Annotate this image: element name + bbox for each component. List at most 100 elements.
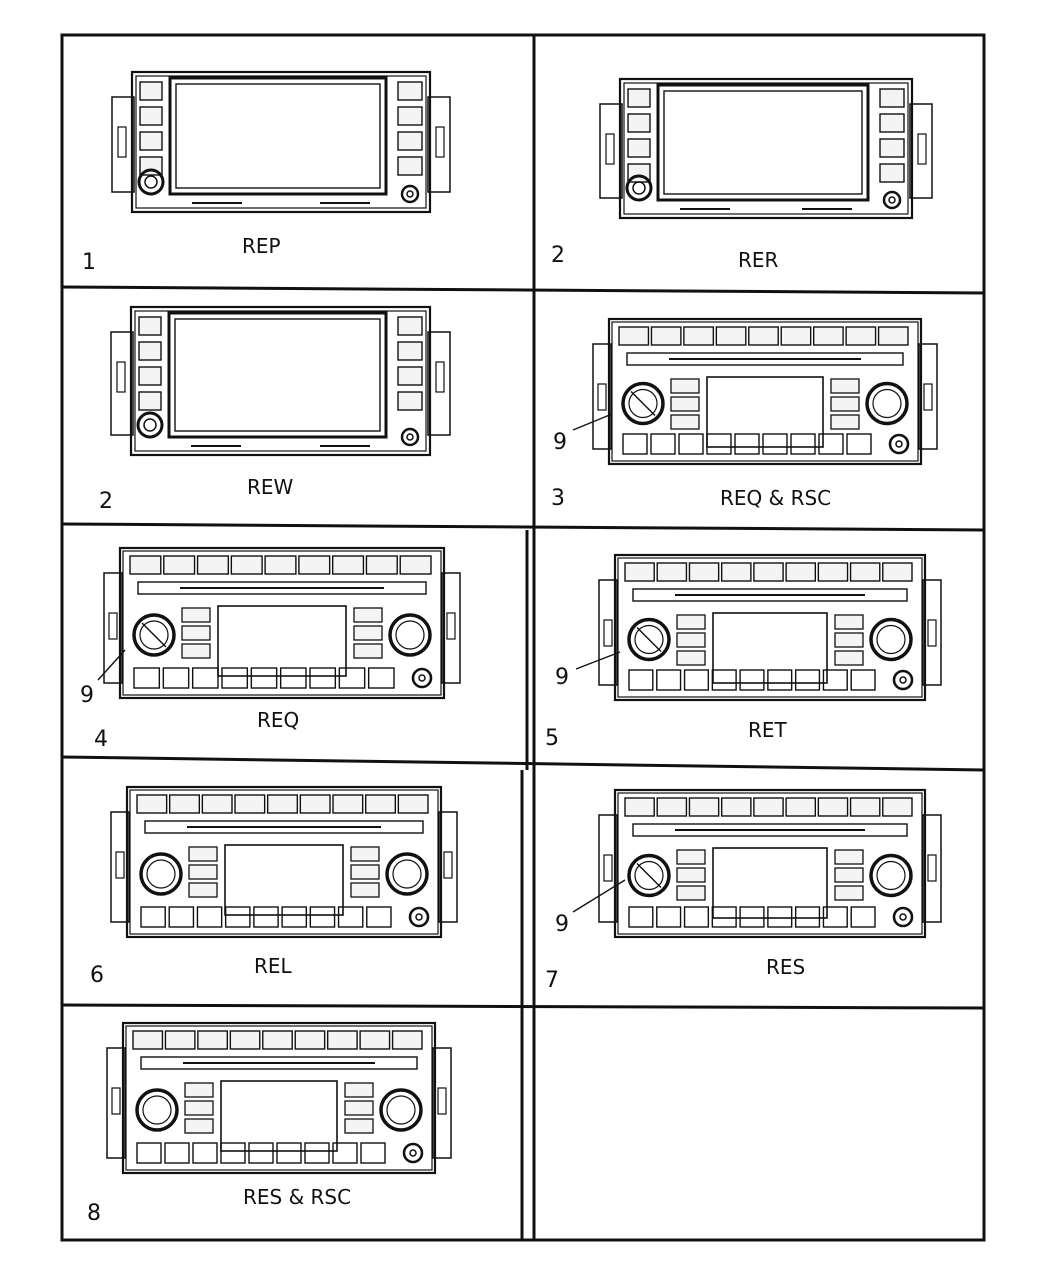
label-res-rsc-8: RES & RSC: [243, 1185, 352, 1209]
top-button: [656, 562, 688, 582]
preset-button: [683, 669, 710, 691]
volume-knob: [388, 613, 432, 657]
volume-knob: [136, 411, 164, 439]
aux-jack: [408, 906, 430, 928]
bracket-slot: [603, 854, 613, 882]
cd-slot: [632, 588, 908, 602]
preset-button: [622, 433, 648, 455]
display-window: [712, 847, 828, 919]
mount-bracket-right: [441, 572, 461, 684]
volume-knob: [869, 617, 913, 662]
mode-button: [834, 614, 864, 630]
aux-jack: [400, 184, 420, 204]
radio-body: [129, 305, 432, 457]
aux-jack: [888, 433, 910, 455]
preset-button: [276, 1142, 302, 1164]
mode-button: [188, 864, 218, 880]
display-inner: [175, 83, 381, 189]
mount-bracket-right: [922, 579, 942, 686]
display-inner: [174, 318, 381, 432]
top-button: [877, 326, 909, 346]
preset-button: [191, 667, 219, 689]
tune-knob-ring: [146, 859, 176, 889]
mount-bracket-right: [438, 811, 458, 923]
mount-bracket-left: [599, 103, 623, 199]
mode-button: [834, 885, 864, 901]
aux-jack-center: [415, 913, 423, 921]
right-button: [879, 138, 905, 158]
tune-knob-ring: [634, 860, 664, 891]
volume-knob: [385, 852, 429, 896]
right-button: [397, 316, 423, 336]
preset-button: [309, 667, 337, 689]
preset-button: [133, 667, 161, 689]
top-button: [326, 1030, 358, 1050]
mount-bracket-left: [111, 96, 135, 193]
top-button: [364, 794, 397, 814]
top-button: [229, 1030, 261, 1050]
radio-bezel: [122, 550, 442, 696]
top-button: [163, 555, 196, 575]
preset-button: [650, 433, 676, 455]
item-number-6: 6: [90, 963, 104, 988]
volume-knob-center: [144, 175, 158, 189]
bracket-slot: [115, 851, 125, 879]
top-button: [132, 1030, 164, 1050]
left-button: [138, 391, 162, 411]
mode-button: [188, 846, 218, 862]
bracket-slot: [446, 612, 456, 640]
volume-knob-ring: [386, 1095, 416, 1125]
touchscreen-radio-rew: [110, 305, 451, 457]
mode-button: [676, 614, 706, 630]
preset-button: [850, 906, 876, 928]
radio-bezel: [623, 82, 909, 215]
top-button: [753, 562, 784, 582]
top-button: [715, 326, 747, 346]
mount-bracket-left: [106, 1047, 126, 1159]
mode-button: [830, 378, 860, 394]
aux-jack-center: [406, 433, 414, 441]
mode-button: [353, 643, 383, 659]
top-button: [331, 555, 365, 575]
display-screen: [168, 76, 388, 196]
top-button: [397, 794, 429, 814]
aux-jack: [400, 427, 420, 447]
top-button: [849, 562, 881, 582]
top-button: [298, 555, 331, 575]
cd-slot: [144, 820, 424, 834]
item-number-3: 3: [551, 486, 565, 511]
preset-button: [220, 1142, 246, 1164]
mount-bracket-left: [598, 814, 618, 923]
radio-body: [613, 553, 927, 702]
aux-jack: [882, 190, 902, 210]
preset-button: [337, 906, 364, 928]
item-number-2: 2: [551, 243, 565, 268]
label-req: REQ: [257, 708, 300, 732]
top-button: [650, 326, 682, 346]
right-button: [879, 88, 905, 108]
mode-button: [670, 378, 700, 394]
knob-leader: [636, 627, 662, 652]
top-button: [748, 326, 779, 346]
mount-bracket-right: [427, 331, 451, 436]
top-button: [201, 794, 233, 814]
preset-button: [822, 906, 848, 928]
aux-jack-center: [406, 190, 414, 198]
top-button: [817, 562, 849, 582]
display-window: [712, 612, 828, 684]
callout-9-cell-3: 9: [553, 430, 567, 455]
aux-jack-center: [418, 674, 426, 682]
radio-body: [130, 70, 432, 214]
preset-button: [822, 669, 848, 691]
right-button: [879, 163, 905, 183]
button-radio-req-rsc: [592, 317, 938, 466]
top-button: [785, 797, 817, 817]
mode-button: [181, 643, 211, 659]
volume-knob: [625, 174, 653, 202]
cd-slot: [632, 823, 908, 837]
top-button: [332, 794, 364, 814]
aux-jack: [402, 1142, 424, 1164]
top-button: [264, 555, 297, 575]
bracket-slot: [603, 619, 613, 647]
volume-knob-center: [143, 418, 157, 432]
